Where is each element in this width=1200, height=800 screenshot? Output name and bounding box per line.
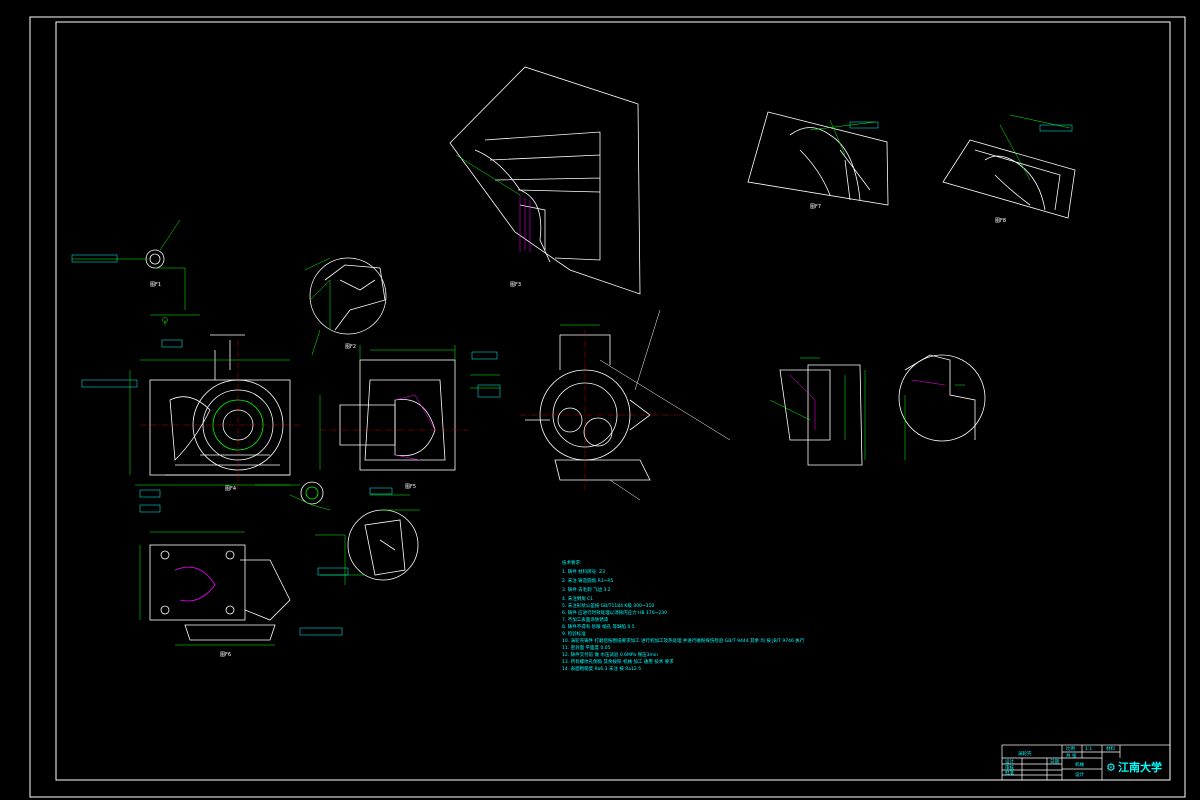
title-block bbox=[1001, 744, 1171, 781]
note-line: 14. 表面粗糙度 Ra6.3 未注 按 Ra12.5 bbox=[562, 665, 641, 672]
view-bottom-top bbox=[139, 531, 343, 646]
note-line: 12. 铸件交付前 做 水压试验 0.6MPa 保压3min bbox=[562, 651, 658, 658]
title-date-label: 日期 bbox=[1050, 759, 1059, 765]
view-center-front bbox=[520, 309, 731, 501]
university-logo-icon: ⚙ bbox=[1106, 761, 1116, 774]
note-line: 1. 铸件 材料牌号: Z3 bbox=[562, 568, 605, 575]
title-sheet-label: 共 张 bbox=[1066, 752, 1077, 759]
view-a-detail bbox=[71, 219, 200, 325]
view-small-circle bbox=[255, 481, 331, 511]
view-g-detail bbox=[747, 111, 889, 206]
title-drawing-name: 涡轮壳 bbox=[1018, 750, 1032, 757]
view-main-front bbox=[81, 334, 300, 513]
note-line: 7. 不加工表面涂防锈漆 bbox=[562, 616, 609, 623]
title-material-label: 材料 bbox=[1106, 745, 1115, 752]
title-scale-value: 1:1 bbox=[1085, 746, 1092, 752]
view-b-detail bbox=[304, 257, 387, 356]
title-approve-label: 批准 bbox=[1005, 769, 1014, 776]
note-line: 6. 铸件 应进行时效处理以消除内应力 HB 170~230 bbox=[562, 609, 667, 616]
view-d-label: 图F4 bbox=[225, 486, 236, 492]
view-a-label: 图F1 bbox=[150, 282, 161, 288]
note-line: 4. 未注倒角 C1 bbox=[562, 595, 593, 602]
note-line: 10. 涡轮壳铸件 打磨后按图纸要求加工 进行机加工及热处理 并进行磁粉探伤检验… bbox=[562, 637, 805, 644]
inner-frame-border bbox=[55, 21, 1171, 781]
view-g-label: 图F7 bbox=[810, 204, 821, 210]
view-e-label: 图F5 bbox=[405, 484, 416, 490]
title-scale-label: 比例 bbox=[1066, 745, 1075, 752]
note-line: 8. 铸件不得有 砂眼 缩孔 等缺陷 0.5 bbox=[562, 623, 635, 630]
title-checker-label: 审核 bbox=[1005, 764, 1014, 771]
view-c-detail bbox=[449, 66, 641, 295]
title-dept-label: 设计 bbox=[1075, 771, 1084, 778]
view-f-label: 图F6 bbox=[220, 652, 231, 658]
title-class-label: 机械 bbox=[1075, 761, 1084, 768]
view-side-section bbox=[319, 345, 501, 471]
note-line: 11. 密封面 平面度 0.05 bbox=[562, 644, 611, 651]
note-line: 3. 铸件 去毛刺 飞边 3.2 bbox=[562, 586, 611, 593]
view-b-label: 图F2 bbox=[345, 344, 356, 350]
view-h-label: 图F8 bbox=[995, 218, 1006, 224]
note-line: 5. 未注形状公差按 GB/T1184 K级 300~310 bbox=[562, 602, 654, 609]
note-line: 2. 未注 铸造圆角 R3~R5 bbox=[562, 577, 613, 584]
note-line: 9. 检验标准 bbox=[562, 630, 586, 637]
title-designer-label: 设计 bbox=[1005, 758, 1014, 765]
technical-notes: 技术要求: 1. 铸件 材料牌号: Z3 2. 未注 铸造圆角 R3~R5 3.… bbox=[562, 559, 805, 672]
view-h-detail bbox=[942, 114, 1076, 219]
note-line: 技术要求: bbox=[562, 559, 582, 566]
outer-sheet-border bbox=[29, 16, 1186, 798]
view-right-detail bbox=[898, 354, 986, 460]
view-lower-detail bbox=[315, 487, 420, 585]
view-right-section bbox=[769, 357, 866, 466]
note-line: 13. 所有螺纹孔倒角 其余按照 机械 加工 通用 技术 要求 bbox=[562, 658, 674, 665]
university-name: 江南大学 bbox=[1118, 760, 1162, 774]
view-c-label: 图F3 bbox=[510, 282, 521, 288]
